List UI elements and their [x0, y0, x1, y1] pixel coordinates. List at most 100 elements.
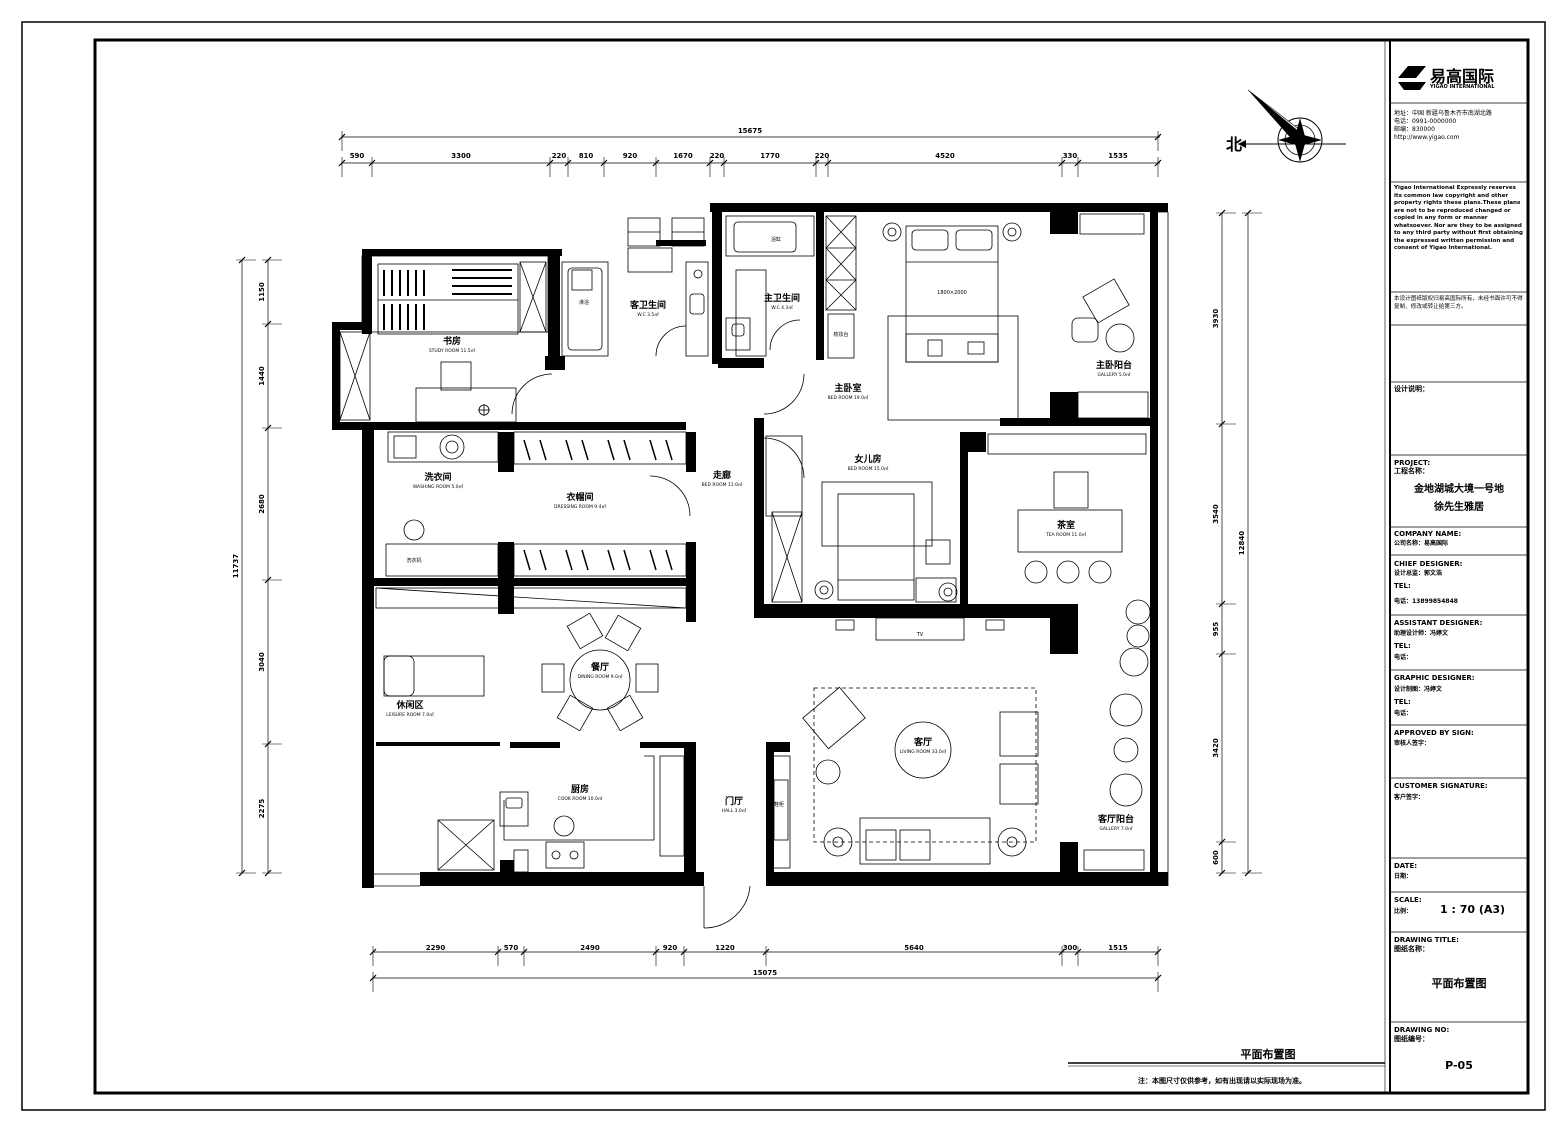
room-name-en: STUDY ROOM 11.5㎡ [429, 347, 476, 354]
room-name-cn: 书房 [443, 335, 461, 347]
copyright-cn: 本设计图纸版权归易高国际所有，未经书面许可不得复制、修改或转让给第三方。 [1394, 296, 1523, 310]
dim-bottom-seg-2: 2490 [580, 944, 600, 952]
dim-bottom-seg-3: 920 [663, 944, 678, 952]
dim-top-seg-3: 810 [579, 152, 594, 160]
room-name-cn: 主卧室 [834, 382, 861, 394]
chief-value: 设计总监：郭文浩 [1394, 570, 1443, 577]
room-name-en: LIVING ROOM 33.0㎡ [900, 748, 947, 755]
project-name-1: 金地湖城大境一号地 [1414, 484, 1504, 495]
outer-border [21, 21, 1546, 1111]
room-name-cn: 客厅 [913, 736, 932, 748]
room-name-en: BED ROOM 11.0㎡ [702, 481, 743, 488]
dim-right-seg-4: 600 [1212, 850, 1220, 865]
room-name-cn: 门厅 [725, 795, 743, 807]
inner-border [93, 38, 1530, 1095]
dim-bottom-seg-7: 1515 [1108, 944, 1128, 952]
room-name-cn: 走廊 [712, 469, 731, 481]
dim-top-seg-6: 220 [710, 152, 725, 160]
footer-note: 注：本图尺寸仅供参考，如有出现请以实际现场为准。 [1138, 1076, 1306, 1085]
room-name-cn: 厨房 [571, 783, 589, 795]
drawing-no: P-05 [1445, 1059, 1473, 1072]
company-value: 公司名称：易高国际 [1394, 540, 1449, 547]
room-name-en: HALL 3.0㎡ [722, 807, 747, 814]
drawing-no-label: DRAWING NO: [1394, 1026, 1450, 1034]
graphic-tel-label: TEL: [1394, 698, 1411, 706]
room-name-en: DRESSING ROOM 9.4㎡ [554, 503, 606, 510]
assistant-tel-label: TEL: [1394, 642, 1411, 650]
room-name-cn: 洗衣间 [424, 471, 451, 483]
room-name-cn: 主卧阳台 [1096, 359, 1132, 371]
dim-top-seg-5: 1670 [673, 152, 693, 160]
dim-left-seg-2: 2680 [258, 494, 266, 514]
scale-label: SCALE: [1394, 896, 1422, 904]
project-label: PROJECT: [1394, 459, 1431, 467]
room-name-cn: 茶室 [1056, 519, 1075, 531]
chief-tel: 电话：13899854848 [1394, 598, 1458, 605]
room-name-en: GALLERY 5.0㎡ [1097, 371, 1131, 378]
title-block-grid [1390, 102, 1528, 1023]
dim-top-seg-1: 3300 [451, 152, 471, 160]
plan-title: 平面布置图 [1241, 1047, 1296, 1061]
bath-label: 浴缸 [771, 236, 781, 243]
chief-label: CHIEF DESIGNER: [1394, 560, 1463, 568]
company-name-en: YIGAO INTERNATIONAL [1430, 84, 1495, 90]
room-name-cn: 餐厅 [590, 661, 609, 673]
room-name-en: W.C 3.5㎡ [637, 311, 659, 318]
dim-right-seg-0: 3930 [1212, 309, 1220, 329]
assistant-value: 助理设计师：冯婷文 [1394, 630, 1449, 637]
room-name-en: BED ROOM 19.0㎡ [828, 394, 869, 401]
room-name-cn: 女儿房 [854, 453, 881, 465]
room-name-cn: 休闲区 [395, 699, 423, 711]
address-line-2: 电话：0991-0000000 [1394, 118, 1457, 125]
company-name-cn: 易高国际 [1430, 67, 1495, 86]
approved-value: 审核人签字： [1394, 740, 1431, 747]
date-label: DATE: [1394, 862, 1418, 870]
scale-value: 1 : 70 (A3) [1440, 903, 1506, 916]
dim-top-seg-7: 1770 [760, 152, 780, 160]
address-line-4: http://www.yigao.com [1394, 134, 1460, 141]
room-name-en: DINING ROOM 9.0㎡ [578, 673, 623, 680]
dim-bottom-seg-1: 570 [504, 944, 519, 952]
room-name-en: COOK ROOM 10.0㎡ [558, 795, 603, 802]
dim-top-seg-10: 330 [1063, 152, 1078, 160]
study-bookshelf [377, 263, 519, 335]
dim-top-seg-4: 920 [623, 152, 638, 160]
scale-label-cn: 比例： [1394, 908, 1413, 915]
dim-left-seg-3: 3040 [258, 652, 266, 672]
dim-bottom-seg-5: 5640 [904, 944, 924, 952]
dim-left-total: 11737 [232, 554, 240, 578]
bed-size-label: 1800×2000 [937, 290, 967, 296]
shower-label: 淋浴 [579, 299, 589, 306]
address-line-1: 地址：中国 新疆乌鲁木齐市南湖北路 [1394, 110, 1492, 117]
dimension-lines [241, 136, 1249, 979]
dim-bottom-seg-4: 1220 [715, 944, 735, 952]
dim-right-seg-1: 3540 [1212, 504, 1220, 524]
dim-bottom-seg-6: 300 [1063, 944, 1078, 952]
room-name-en: LEISURE ROOM 7.0㎡ [386, 711, 434, 718]
approved-label: APPROVED BY SIGN: [1394, 729, 1474, 737]
furniture [339, 213, 1151, 929]
room-name-cn: 衣帽间 [566, 491, 593, 503]
project-label-cn: 工程名称： [1394, 467, 1429, 475]
room-name-cn: 客厅阳台 [1097, 813, 1134, 825]
chief-tel-label: TEL: [1394, 582, 1411, 590]
assistant-label: ASSISTANT DESIGNER: [1394, 619, 1483, 627]
room-name-cn: 客卫生间 [629, 299, 666, 311]
north-arrow-icon [1238, 89, 1346, 163]
drawing-title: 平面布置图 [1431, 977, 1487, 990]
customer-value: 客户签字： [1394, 794, 1425, 801]
address-line-3: 邮编：830000 [1394, 126, 1435, 133]
drawing-title-label: DRAWING TITLE: [1394, 936, 1459, 944]
drawing-title-label-cn: 图纸名称： [1394, 945, 1429, 953]
dim-left-seg-1: 1440 [258, 366, 266, 386]
dim-bottom-seg-0: 2290 [426, 944, 446, 952]
